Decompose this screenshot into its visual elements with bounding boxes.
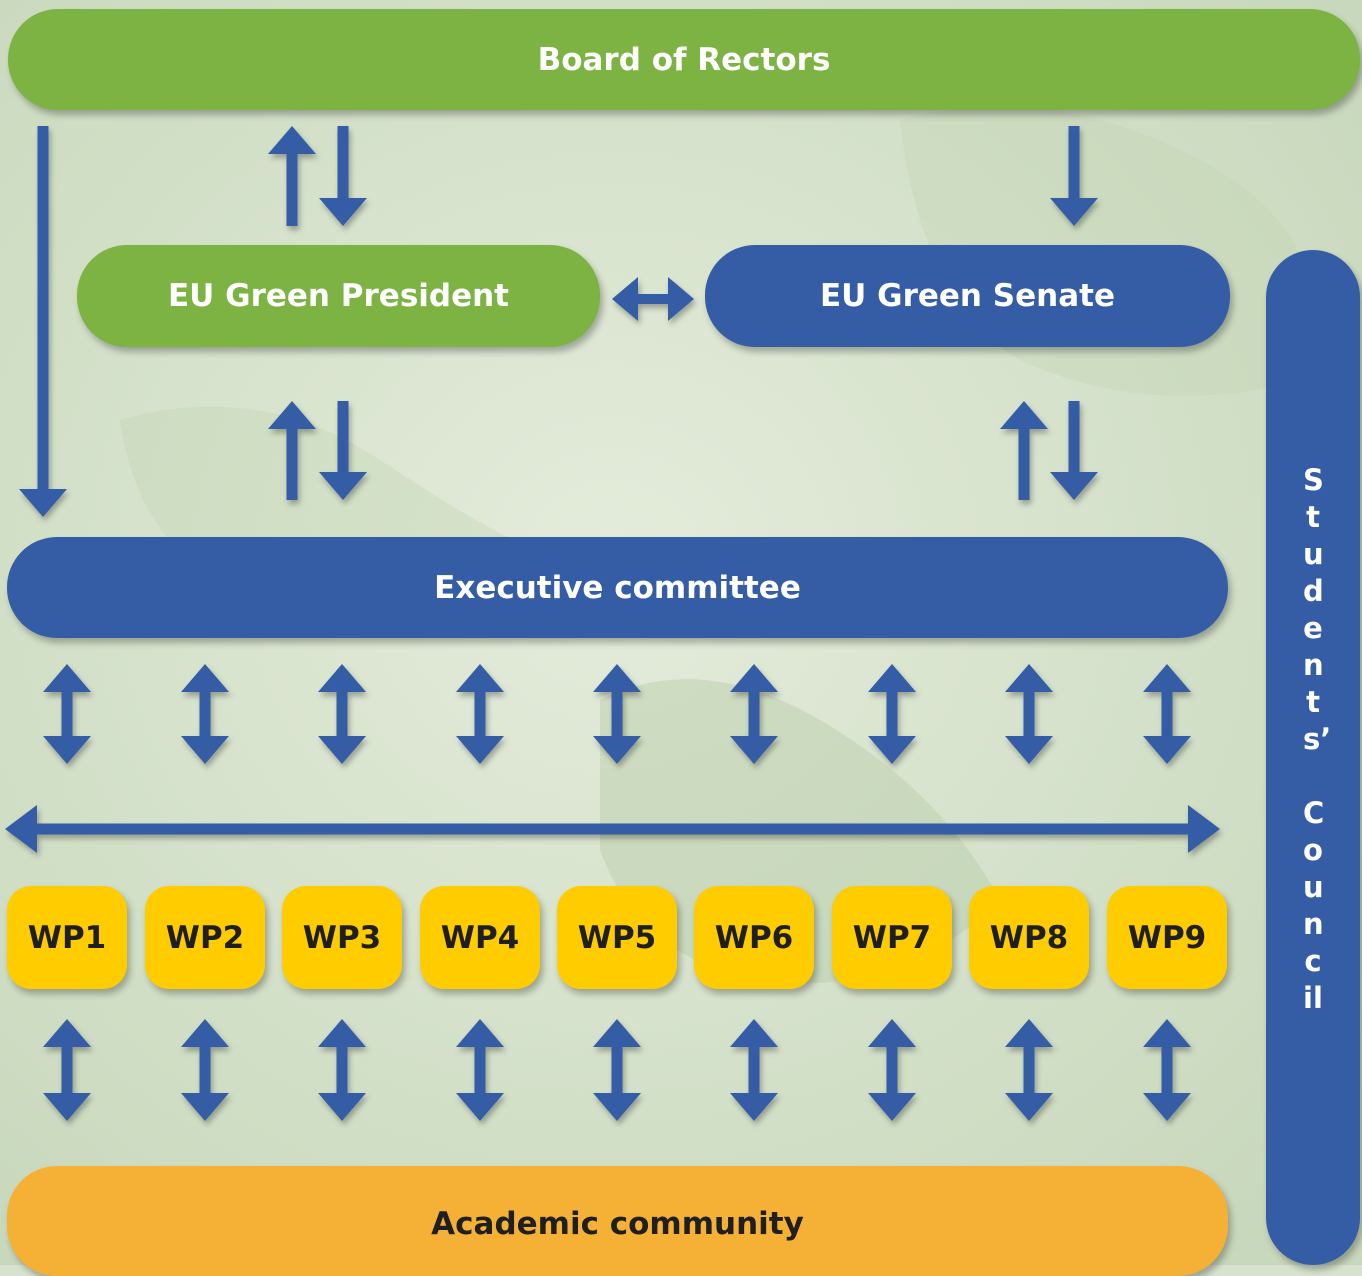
work-package-label: WP1 xyxy=(27,919,107,956)
students-council-word-1: Students’ xyxy=(1303,463,1332,756)
eu-green-president-label: EU Green President xyxy=(168,278,509,314)
work-package-box: WP2 xyxy=(145,886,265,989)
work-package-label: WP7 xyxy=(852,919,932,956)
board-of-rectors-box: Board of Rectors xyxy=(8,9,1360,110)
students-council-word-2: Council xyxy=(1303,796,1325,1015)
work-package-label: WP9 xyxy=(1127,919,1207,956)
work-package-label: WP8 xyxy=(989,919,1069,956)
work-package-box: WP5 xyxy=(557,886,677,989)
work-package-box: WP7 xyxy=(832,886,952,989)
work-package-box: WP1 xyxy=(7,886,127,989)
eu-green-senate-label: EU Green Senate xyxy=(820,278,1115,314)
work-package-label: WP2 xyxy=(165,919,245,956)
executive-committee-label: Executive committee xyxy=(434,569,801,606)
work-package-box: WP8 xyxy=(969,886,1089,989)
work-package-box: WP9 xyxy=(1107,886,1227,989)
work-package-label: WP4 xyxy=(440,919,520,956)
work-package-label: WP3 xyxy=(302,919,382,956)
executive-committee-box: Executive committee xyxy=(7,537,1228,638)
students-council-box: Students’ Council xyxy=(1266,250,1360,1265)
academic-community-box: Academic community xyxy=(7,1166,1228,1276)
eu-green-senate-box: EU Green Senate xyxy=(705,245,1230,347)
academic-community-label: Academic community xyxy=(431,1206,804,1242)
work-package-box: WP3 xyxy=(282,886,402,989)
board-of-rectors-label: Board of Rectors xyxy=(537,41,831,78)
work-package-label: WP5 xyxy=(577,919,657,956)
eu-green-president-box: EU Green President xyxy=(77,245,600,347)
work-package-label: WP6 xyxy=(714,919,794,956)
work-package-box: WP4 xyxy=(420,886,540,989)
work-package-box: WP6 xyxy=(694,886,814,989)
